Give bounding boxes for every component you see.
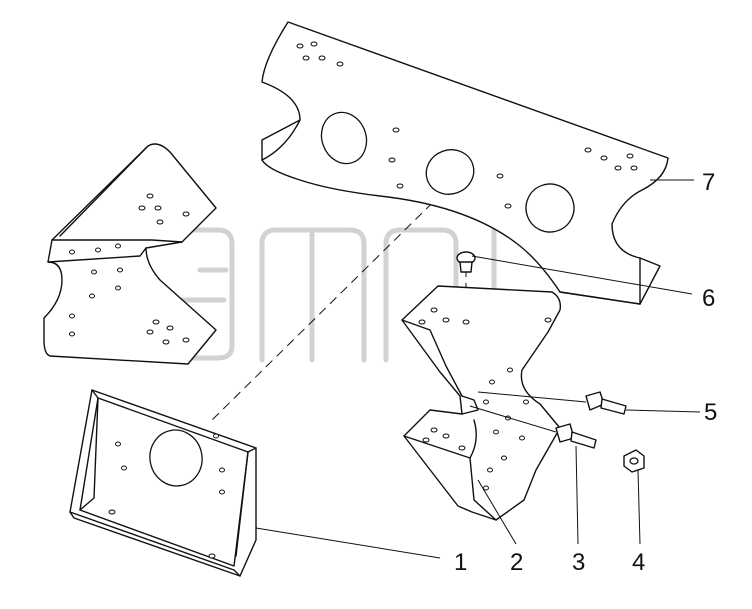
bolt-3-axis-line <box>469 405 557 433</box>
callout-6: 6 <box>702 285 715 312</box>
leader-lines <box>255 179 701 559</box>
part-3-bolt <box>555 423 597 449</box>
callout-1: 1 <box>454 549 467 576</box>
part-2-bracket-left <box>43 143 217 365</box>
callout-5: 5 <box>704 399 717 426</box>
part-7-beam <box>261 21 669 305</box>
bolt-5-axis-line <box>477 391 587 403</box>
callout-3: 3 <box>572 549 585 576</box>
callout-7: 7 <box>702 169 715 196</box>
callout-2: 2 <box>510 549 523 576</box>
callout-4: 4 <box>632 549 645 576</box>
part-1-base-plate <box>69 389 257 577</box>
part-4-nut <box>623 449 645 473</box>
part-5-bolt <box>585 391 627 415</box>
part-2-bracket-right <box>401 285 562 521</box>
part-6-pin <box>456 251 476 273</box>
